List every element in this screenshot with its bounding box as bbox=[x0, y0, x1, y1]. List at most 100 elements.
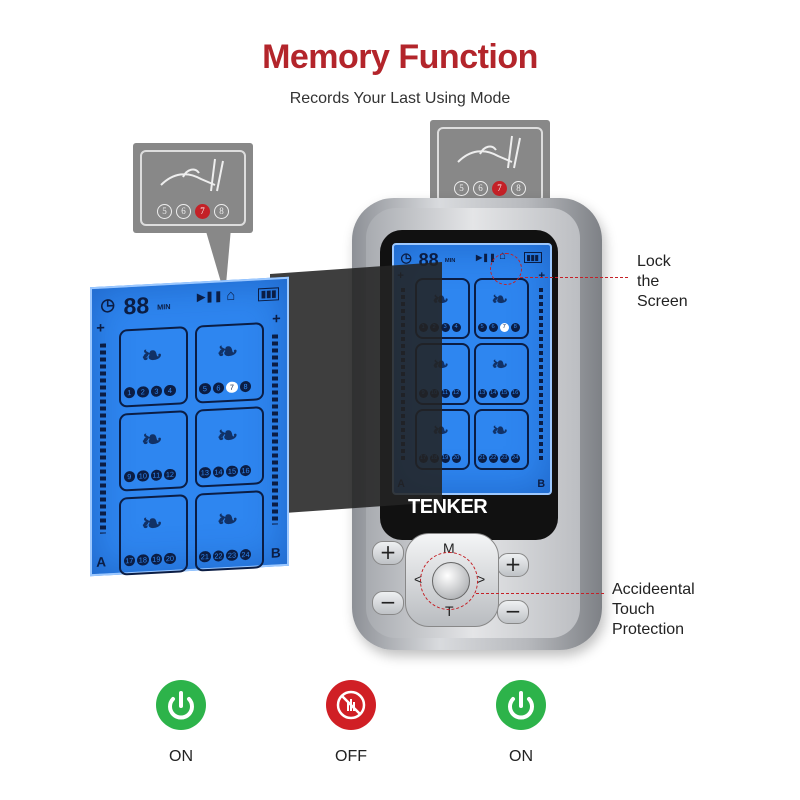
left-minus-button[interactable]: − bbox=[372, 591, 404, 615]
page-title: Memory Function bbox=[262, 38, 538, 76]
program-number-9: 9 bbox=[123, 470, 136, 483]
program-figure-icon: ❧ bbox=[141, 341, 163, 371]
program-number-7: 7 bbox=[226, 381, 238, 394]
program-number-2: 2 bbox=[137, 385, 149, 399]
battery-icon: ▮▮▮ bbox=[523, 251, 542, 263]
channel-b-label: B bbox=[537, 477, 546, 490]
mode-number-7: 7 bbox=[492, 181, 507, 196]
intensity-plus-b: + bbox=[538, 269, 546, 282]
program-cell bbox=[474, 409, 530, 471]
intensity-plus-b: + bbox=[272, 310, 281, 328]
status-label-off: OFF bbox=[335, 748, 367, 765]
mode-label: M bbox=[443, 540, 455, 556]
power-on-icon bbox=[496, 680, 546, 730]
program-number-14: 14 bbox=[212, 465, 225, 479]
left-arrow-label: < bbox=[414, 571, 423, 587]
left-plus-button[interactable]: + bbox=[372, 541, 404, 565]
program-number-11: 11 bbox=[440, 388, 450, 398]
program-number-3: 3 bbox=[440, 322, 450, 332]
lock-icon: ⌂ bbox=[226, 287, 236, 305]
program-number-4: 4 bbox=[164, 384, 176, 397]
program-figure-icon: ❧ bbox=[216, 421, 239, 451]
program-number-23: 23 bbox=[226, 549, 238, 562]
program-number-20: 20 bbox=[451, 454, 461, 464]
protection-leader-line bbox=[476, 593, 604, 594]
program-figure-icon: ❧ bbox=[491, 419, 509, 442]
program-cell bbox=[474, 343, 530, 405]
program-number-22: 22 bbox=[212, 549, 225, 563]
program-number-18: 18 bbox=[137, 553, 149, 567]
program-number-16: 16 bbox=[510, 388, 520, 398]
program-number-5: 5 bbox=[477, 322, 487, 332]
mode-number-7: 7 bbox=[195, 204, 210, 219]
mode-number-5: 5 bbox=[157, 204, 172, 219]
program-number-21: 21 bbox=[477, 454, 487, 464]
program-number-14: 14 bbox=[488, 388, 498, 398]
program-number-21: 21 bbox=[199, 550, 211, 563]
program-number-11: 11 bbox=[150, 469, 163, 482]
status-label-on-left: ON bbox=[169, 748, 193, 765]
program-number-17: 17 bbox=[123, 554, 136, 567]
brand-logo: TENKER bbox=[408, 496, 488, 518]
intensity-bar-a bbox=[100, 342, 106, 534]
program-number-4: 4 bbox=[451, 322, 461, 332]
clock-icon: ◷ bbox=[100, 295, 116, 315]
program-figure-icon: ❧ bbox=[141, 425, 163, 455]
massage-hand-icon bbox=[457, 135, 521, 169]
program-number-5: 5 bbox=[199, 382, 211, 395]
right-arrow-label: > bbox=[477, 571, 486, 587]
program-number-7: 7 bbox=[499, 322, 509, 332]
program-number-19: 19 bbox=[440, 454, 450, 464]
play-pause-icon: ▶❚❚ bbox=[476, 252, 497, 262]
program-figure-icon: ❧ bbox=[216, 505, 239, 535]
program-figure-icon: ❧ bbox=[491, 354, 509, 377]
mode-number-8: 8 bbox=[214, 204, 229, 219]
lock-leader-line bbox=[520, 277, 628, 278]
timer-unit: MIN bbox=[157, 301, 171, 312]
status-label-on-right: ON bbox=[509, 748, 533, 765]
mode-number-8: 8 bbox=[511, 181, 526, 196]
intensity-bar-b bbox=[272, 333, 278, 525]
lock-highlight-circle bbox=[490, 253, 522, 285]
program-number-13: 13 bbox=[477, 388, 487, 398]
program-number-12: 12 bbox=[451, 388, 461, 398]
program-number-15: 15 bbox=[226, 465, 238, 478]
callout-pointer-left bbox=[205, 228, 231, 296]
program-number-6: 6 bbox=[212, 381, 225, 395]
timer-unit: MIN bbox=[444, 258, 456, 265]
mode-number-6: 6 bbox=[473, 181, 488, 196]
channel-b-label: B bbox=[270, 545, 281, 561]
program-number-16: 16 bbox=[239, 464, 252, 477]
program-figure-icon: ❧ bbox=[216, 337, 239, 367]
mode-number-5: 5 bbox=[454, 181, 469, 196]
protective-film-sheet bbox=[270, 261, 442, 515]
program-number-20: 20 bbox=[164, 552, 176, 565]
timer-display: 88 bbox=[123, 292, 150, 320]
program-figure-icon: ❧ bbox=[491, 288, 509, 311]
program-number-12: 12 bbox=[164, 468, 176, 481]
play-pause-icon: ▶❚❚ bbox=[197, 290, 223, 304]
battery-icon: ▮▮▮ bbox=[257, 287, 280, 302]
program-number-22: 22 bbox=[488, 454, 498, 464]
power-on-icon bbox=[156, 680, 206, 730]
program-number-6: 6 bbox=[488, 322, 498, 332]
time-label: T bbox=[445, 603, 454, 619]
right-plus-button[interactable]: + bbox=[497, 553, 529, 577]
program-number-1: 1 bbox=[123, 386, 136, 399]
program-number-24: 24 bbox=[239, 548, 252, 561]
intensity-plus-a: + bbox=[96, 319, 105, 337]
program-number-8: 8 bbox=[239, 380, 252, 393]
right-minus-button[interactable]: − bbox=[497, 600, 529, 624]
program-number-24: 24 bbox=[510, 454, 520, 464]
intensity-bar-b bbox=[538, 287, 543, 462]
channel-a-label: A bbox=[96, 554, 107, 570]
program-number-13: 13 bbox=[199, 466, 211, 479]
clock-icon: ◷ bbox=[400, 249, 412, 265]
no-touch-icon bbox=[326, 680, 376, 730]
